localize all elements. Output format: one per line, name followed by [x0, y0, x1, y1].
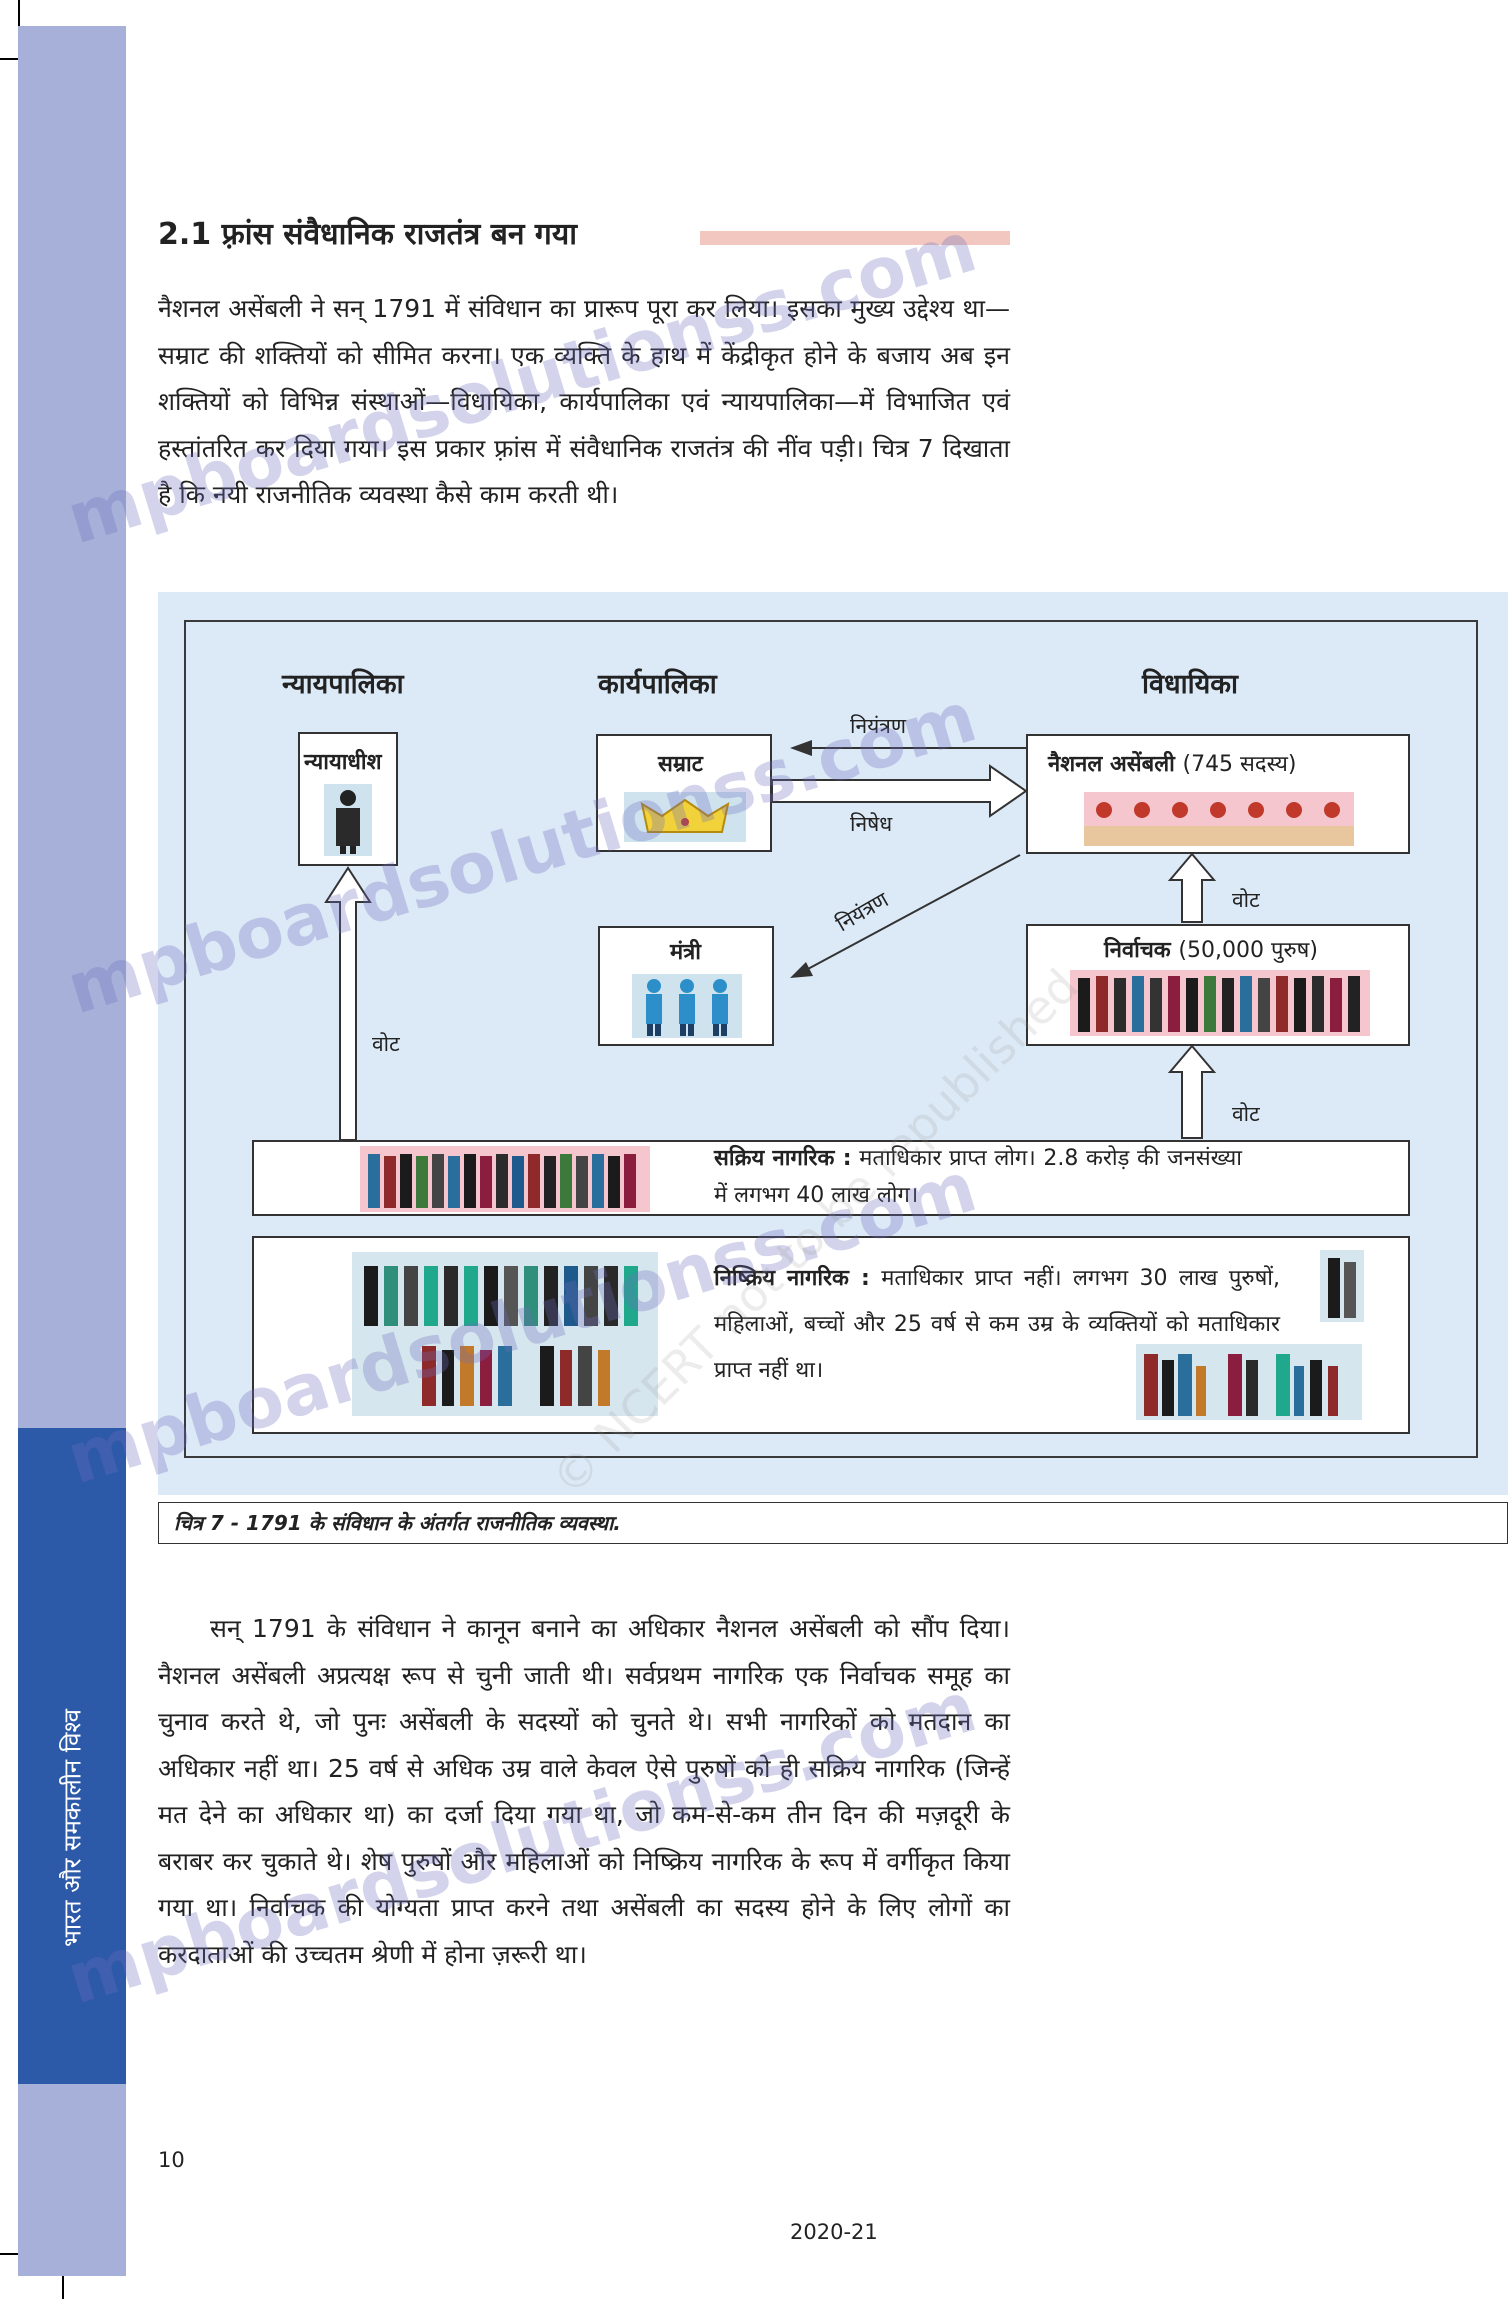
king-label: सम्राट [658, 752, 703, 777]
electors-label: निर्वाचक [1104, 938, 1171, 963]
judge-box: न्यायाधीश [298, 732, 398, 866]
ministers-figures-icon [632, 974, 742, 1038]
figure-caption: चित्र 7 - 1791 के संविधान के अंतर्गत राज… [174, 1511, 621, 1535]
intro-paragraph: नैशनल असेंबली ने सन् 1791 में संविधान का… [158, 294, 1010, 509]
column-executive: कार्यपालिका [598, 669, 717, 700]
electors-figures-icon [1070, 970, 1370, 1036]
crop-mark-top [18, 0, 20, 30]
ministers-box: मंत्री [598, 926, 774, 1046]
electors-title: निर्वाचक (50,000 पुरुष) [1104, 934, 1318, 964]
control-label-top: नियंत्रण [850, 714, 907, 738]
veto-label: निषेध [850, 812, 893, 836]
passive-single-figure-icon [1320, 1250, 1364, 1322]
section-heading: 2.1 फ़्रांस संवैधानिक राजतंत्र बन गया [158, 217, 577, 252]
assembly-title: नैशनल असेंबली (745 सदस्य) [1048, 748, 1297, 778]
column-legislature: विधायिका [1142, 669, 1238, 700]
assembly-box: नैशनल असेंबली (745 सदस्य) [1026, 734, 1410, 854]
assembly-label: नैशनल असेंबली [1048, 752, 1175, 777]
active-citizens-term: सक्रिय नागरिक : [714, 1146, 852, 1171]
active-citizens-figures-icon [360, 1146, 650, 1212]
passive-family-figures-icon [1136, 1344, 1362, 1420]
passive-citizens-text: निष्क्रिय नागरिक : मताधिकार प्राप्त नहीं… [714, 1256, 1280, 1394]
column-judiciary: न्यायपालिका [282, 669, 404, 700]
vote-label-lower: वोट [1232, 1102, 1260, 1126]
assembly-note: (745 सदस्य) [1182, 752, 1297, 777]
vote-label-upper: वोट [1232, 888, 1260, 912]
crown-icon [624, 792, 746, 842]
electors-box: निर्वाचक (50,000 पुरुष) [1026, 924, 1410, 1046]
passive-citizens-desc: मताधिकार प्राप्त नहीं। लगभग 30 लाख पुरुष… [714, 1266, 1280, 1383]
body-paragraph: सन् 1791 के संविधान ने कानून बनाने का अध… [158, 1614, 1010, 1969]
judge-label: न्यायाधीश [304, 750, 382, 775]
heading-accent-bar [700, 231, 1010, 245]
assembly-members-icon [1084, 792, 1354, 846]
passive-citizens-figures-icon [352, 1252, 658, 1416]
active-citizens-desc: मताधिकार प्राप्त लोग। 2.8 करोड़ की जनसंख… [714, 1146, 1242, 1208]
ministers-label: मंत्री [670, 940, 701, 965]
passive-citizens-term: निष्क्रिय नागरिक : [714, 1266, 870, 1291]
page-number: 10 [158, 2148, 185, 2172]
active-citizens-text: सक्रिय नागरिक : मताधिकार प्राप्त लोग। 2.… [714, 1140, 1242, 1214]
edition-year: 2020-21 [790, 2220, 878, 2244]
judge-figure-icon [324, 784, 372, 856]
crop-mark-left-bottom [0, 2253, 18, 2255]
crop-mark-bottom [62, 2272, 64, 2299]
vote-label-left: वोट [372, 1032, 400, 1056]
electors-note: (50,000 पुरुष) [1178, 938, 1318, 963]
diagram-frame [184, 620, 1478, 1458]
crop-mark-left-top [0, 58, 18, 60]
sidebar-dark [18, 1428, 126, 2084]
king-box: सम्राट [596, 734, 772, 852]
